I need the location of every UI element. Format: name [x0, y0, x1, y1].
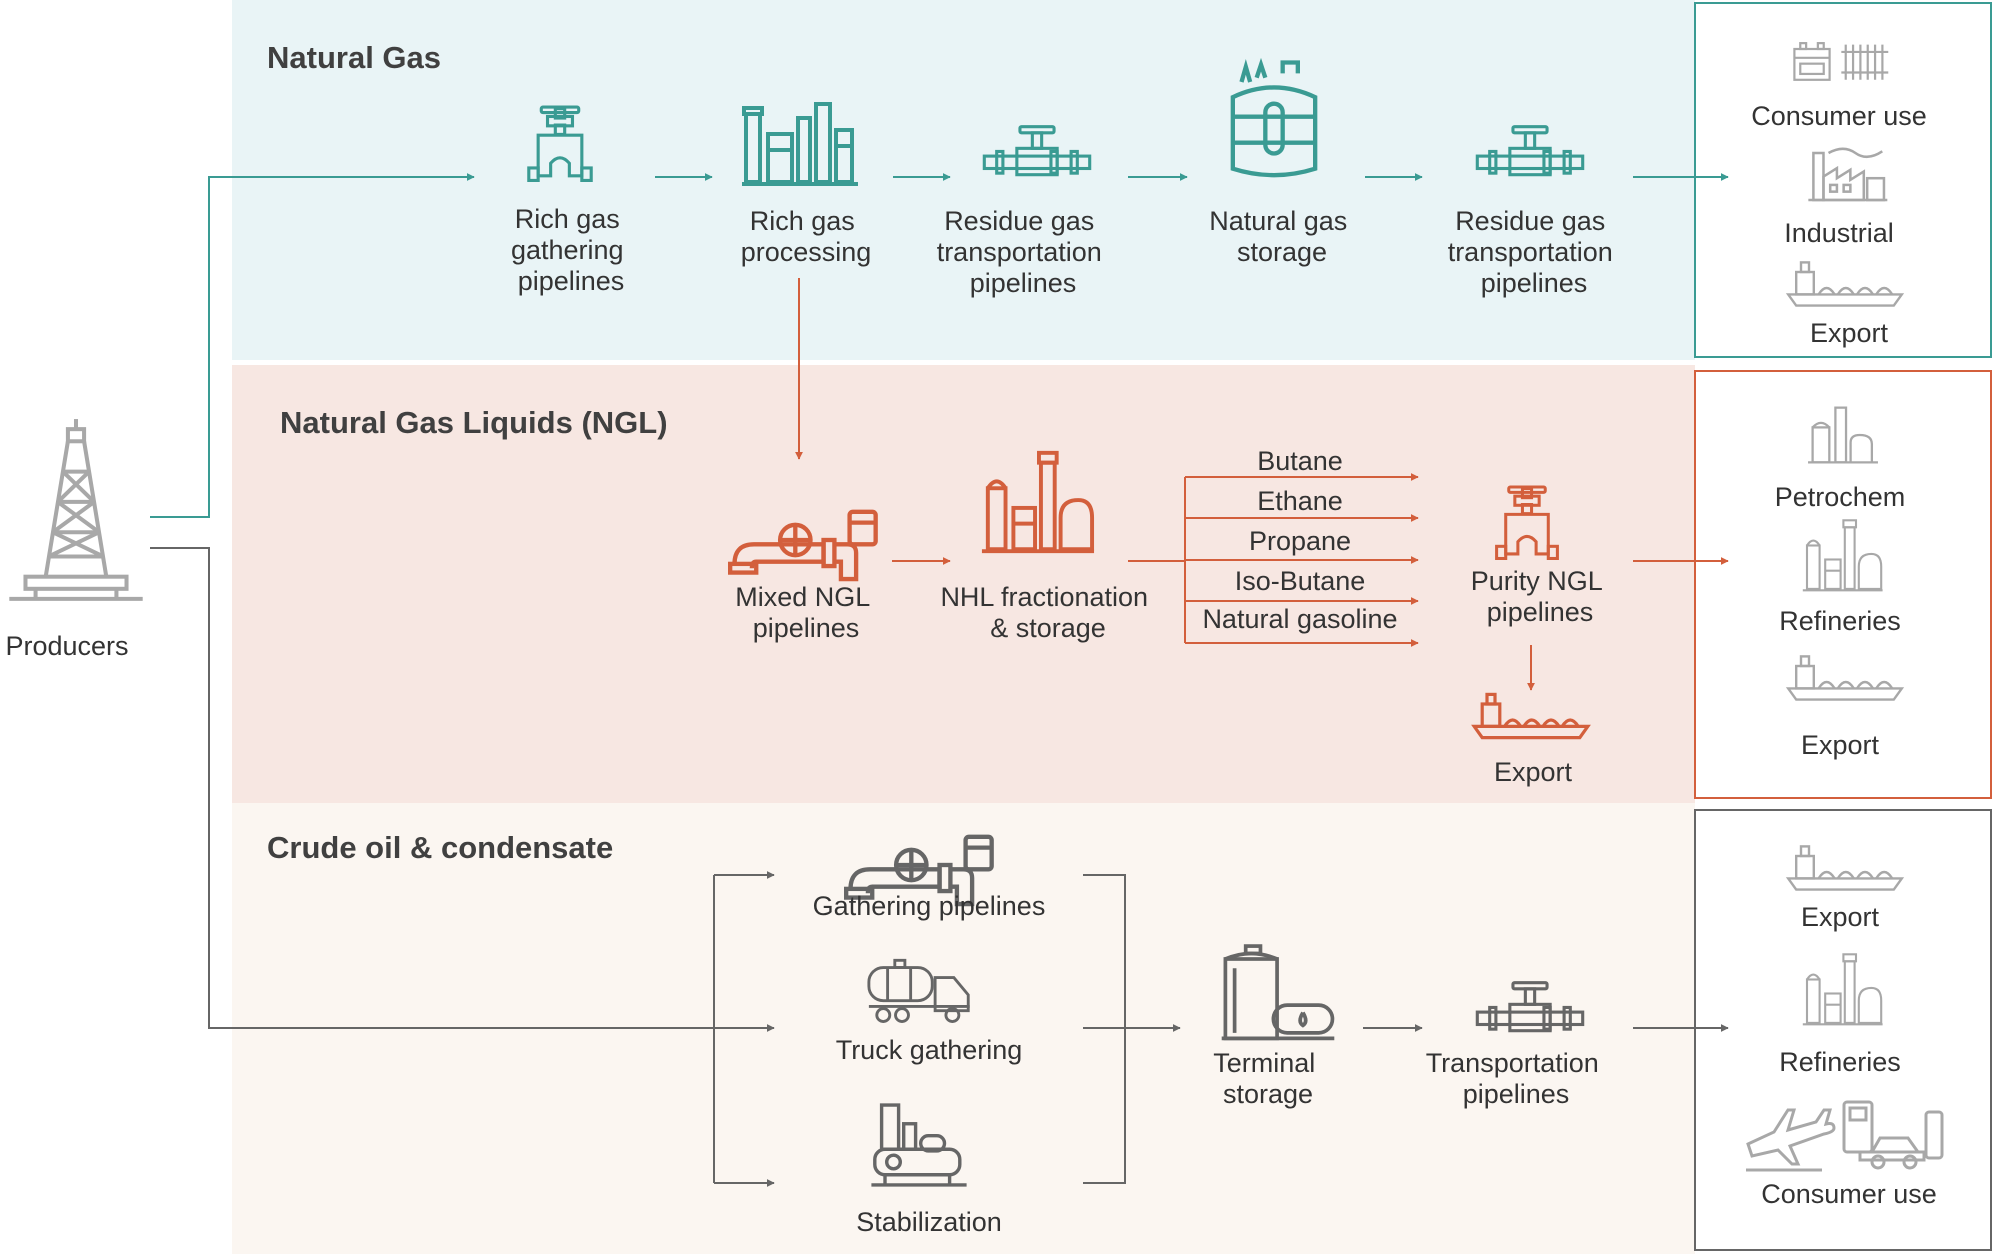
- ngl-products-list: Butane Ethane Propane Iso-Butane Natural…: [1202, 446, 1397, 634]
- product-isobutane: Iso-Butane: [1235, 566, 1366, 596]
- ngl-end-use-petrochem: Petrochem: [1775, 482, 1906, 512]
- rich-gas-processing-label: Rich gas processing: [741, 206, 872, 267]
- producer-to-gas-line: [150, 173, 475, 518]
- natural-gas-band: [232, 0, 1695, 360]
- natural-gas-title: Natural Gas: [267, 40, 441, 75]
- gas-end-use-consumer: Consumer use: [1751, 101, 1927, 131]
- mixed-ngl-label: Mixed NGL pipelines: [735, 582, 877, 643]
- crude-end-use-refineries: Refineries: [1779, 1047, 1901, 1077]
- gas-end-use-export: Export: [1810, 318, 1889, 348]
- terminal-storage-label: Terminal storage: [1213, 1048, 1323, 1109]
- ngl-end-use-export: Export: [1801, 730, 1880, 760]
- rich-gas-gathering-label: Rich gas gathering pipelines: [511, 204, 631, 296]
- ngl-export-label: Export: [1494, 757, 1573, 787]
- crude-end-use-consumer: Consumer use: [1761, 1179, 1937, 1209]
- product-ethane: Ethane: [1257, 486, 1343, 516]
- crude-end-use-box: [1694, 809, 1992, 1251]
- residue-gas-transport-2-label: Residue gas transportation pipelines: [1448, 206, 1621, 298]
- nhl-fractionation-label: NHL fractionation & storage: [940, 582, 1155, 643]
- crude-gathering-pipelines-label: Gathering pipelines: [813, 891, 1046, 921]
- product-butane: Butane: [1257, 446, 1343, 476]
- gas-end-use-box: [1694, 2, 1992, 358]
- gas-end-use-industrial: Industrial: [1784, 218, 1894, 248]
- producer-to-crude-line: [150, 547, 775, 1032]
- product-natural-gasoline: Natural gasoline: [1202, 604, 1397, 634]
- ngl-end-use-refineries: Refineries: [1779, 606, 1901, 636]
- crude-end-use-export: Export: [1801, 902, 1880, 932]
- producers-label: Producers: [5, 631, 128, 661]
- crude-title: Crude oil & condensate: [267, 830, 613, 865]
- ngl-band: [232, 365, 1695, 803]
- oil-derrick-icon: [9, 419, 142, 599]
- producers-node: Producers: [5, 419, 142, 661]
- ngl-end-use-box: [1694, 370, 1992, 799]
- transportation-pipelines-label: Transportation pipelines: [1426, 1048, 1607, 1109]
- residue-gas-transport-label: Residue gas transportation pipelines: [937, 206, 1110, 298]
- crude-truck-gathering-label: Truck gathering: [836, 1035, 1023, 1065]
- product-propane: Propane: [1249, 526, 1351, 556]
- crude-stabilization-label: Stabilization: [856, 1207, 1002, 1237]
- purity-ngl-label: Purity NGL pipelines: [1471, 566, 1610, 627]
- ngl-title: Natural Gas Liquids (NGL): [280, 405, 668, 440]
- natural-gas-storage-label: Natural gas storage: [1209, 206, 1355, 267]
